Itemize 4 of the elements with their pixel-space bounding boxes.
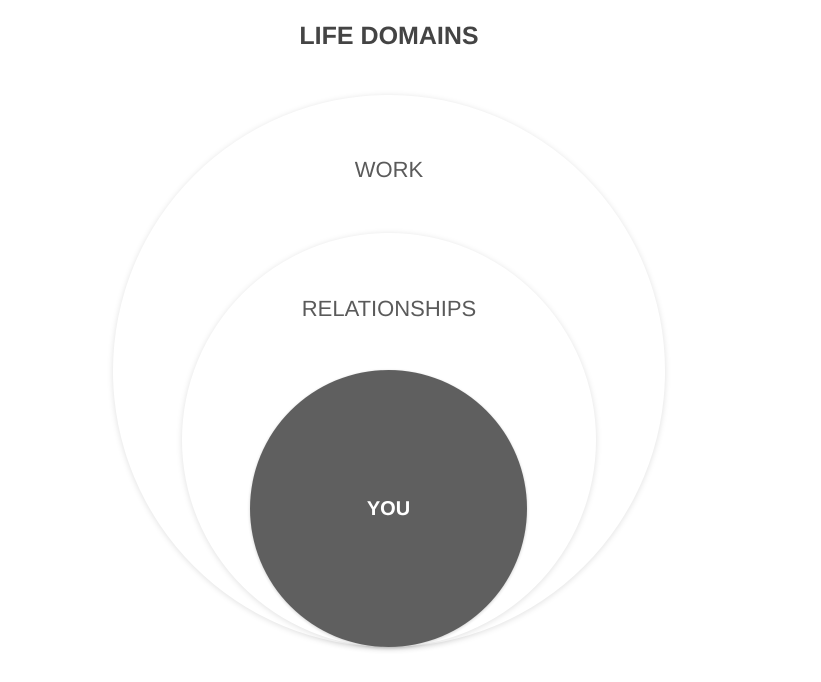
circle-label: YOU: [366, 496, 410, 522]
circle-label: WORK: [354, 157, 424, 183]
diagram-title: LIFE DOMAINS: [299, 21, 479, 52]
circle-label: RELATIONSHIPS: [302, 296, 476, 322]
